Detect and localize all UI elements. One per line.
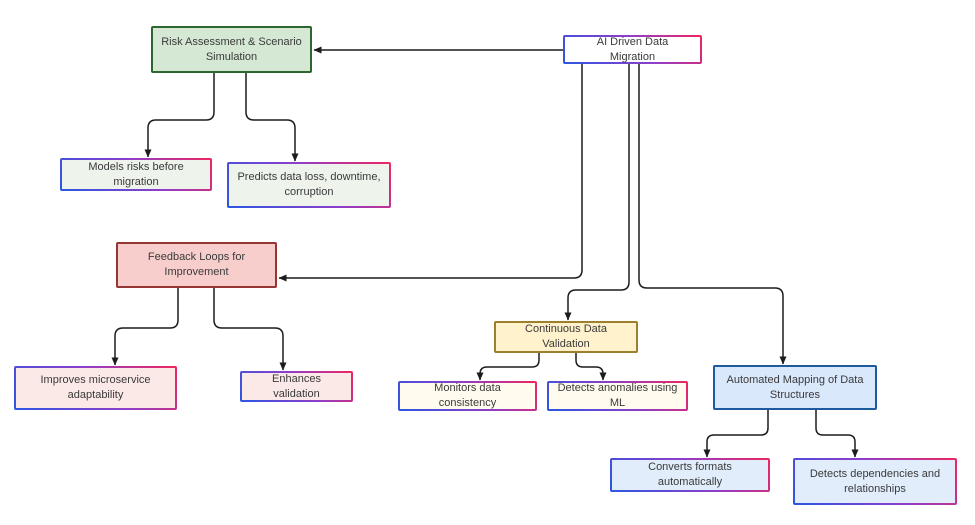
edge-automap-to-converts xyxy=(703,410,769,458)
edge-ai-to-continuous xyxy=(564,64,630,321)
edge-feedback-to-enhances xyxy=(213,288,287,371)
edge-ai-to-feedback xyxy=(278,64,583,282)
edge-continuous-to-detects-ml xyxy=(575,353,607,381)
edge-risk-to-predicts xyxy=(245,73,299,162)
node-improves-microservice-adaptability: Improves microservice adaptability xyxy=(14,366,177,410)
node-continuous-data-validation: Continuous Data Validation xyxy=(494,321,638,353)
node-enhances-validation: Enhances validation xyxy=(240,371,353,402)
node-predicts-data-loss-downtime-corruption: Predicts data loss, downtime, corruption xyxy=(227,162,391,208)
node-models-risks-before-migration: Models risks before migration xyxy=(60,158,212,191)
edge-continuous-to-monitors xyxy=(476,353,540,381)
node-ai-driven-data-migration: AI Driven Data Migration xyxy=(563,35,702,64)
node-feedback-loops-for-improvement: Feedback Loops for Improvement xyxy=(116,242,277,288)
node-automated-mapping-of-data-structures: Automated Mapping of Data Structures xyxy=(713,365,877,410)
node-detects-dependencies-and-relationships: Detects dependencies and relationships xyxy=(793,458,957,505)
node-detects-anomalies-using-ml: Detects anomalies using ML xyxy=(547,381,688,411)
edge-risk-to-models xyxy=(144,73,215,158)
edge-automap-to-detects-dep xyxy=(815,410,859,458)
edge-feedback-to-improves xyxy=(111,288,179,366)
node-converts-formats-automatically: Converts formats automatically xyxy=(610,458,770,492)
node-risk-assessment-scenario-simulation: Risk Assessment & Scenario Simulation xyxy=(151,26,312,73)
node-monitors-data-consistency: Monitors data consistency xyxy=(398,381,537,411)
edge-ai-to-automap xyxy=(638,64,787,365)
